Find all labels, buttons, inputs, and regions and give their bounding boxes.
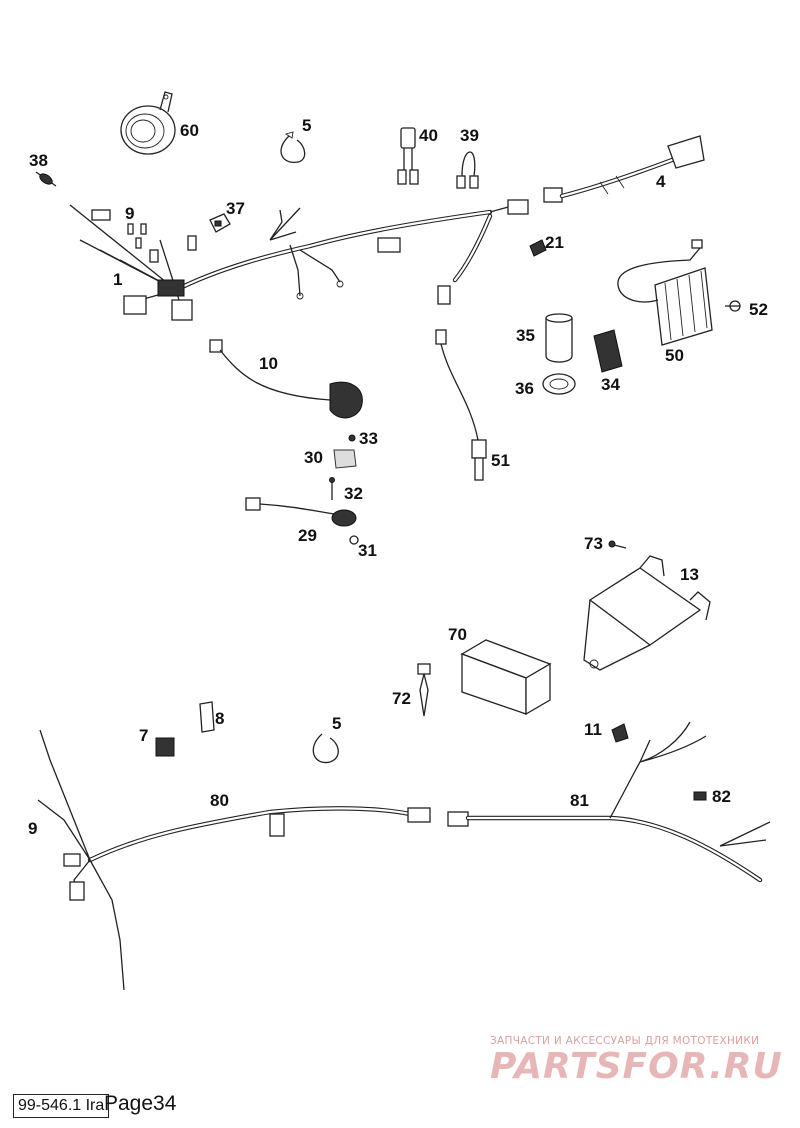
- callout-7: 7: [139, 726, 148, 745]
- callout-5-top: 5: [302, 116, 311, 135]
- part-60-horn: [120, 91, 176, 155]
- part-51-sensor: [435, 329, 487, 481]
- part-11-clip: [611, 723, 629, 743]
- part-1-main-harness: [69, 199, 529, 321]
- part-5-cable-tie-lower: [312, 733, 339, 764]
- callout-73: 73: [584, 534, 603, 553]
- part-4-cable: [543, 135, 705, 203]
- part-10-coil-lead: [209, 339, 363, 419]
- part-52-screw: [725, 300, 741, 312]
- part-82-clip: [693, 791, 707, 801]
- callout-40: 40: [419, 126, 438, 145]
- part-5-cable-tie: [280, 131, 306, 163]
- callout-9-bottom: 9: [28, 819, 37, 838]
- callout-21: 21: [545, 233, 564, 252]
- callout-82: 82: [712, 787, 731, 806]
- callout-50: 50: [665, 346, 684, 365]
- callout-36: 36: [515, 379, 534, 398]
- callout-39: 39: [460, 126, 479, 145]
- callout-52: 52: [749, 300, 768, 319]
- part-9-pins-top: [127, 223, 147, 249]
- part-7-relay: [155, 737, 175, 757]
- callout-labels: 60 5 40 39 38 37 9 4 21 1 52 35 50 10 36…: [28, 116, 768, 838]
- part-37-connector-cap: [209, 213, 231, 233]
- callout-13: 13: [680, 565, 699, 584]
- callout-5-bottom: 5: [332, 714, 341, 733]
- part-21-clip: [529, 239, 547, 257]
- part-40-capacitor: [397, 127, 419, 185]
- drawing-code: 99-546.1 Ira: [13, 1094, 110, 1118]
- callout-51: 51: [491, 451, 510, 470]
- callout-34: 34: [601, 375, 620, 394]
- callout-9-top: 9: [125, 204, 134, 223]
- callout-10: 10: [259, 354, 278, 373]
- watermark-tagline: ЗАПЧАСТИ И АКСЕССУАРЫ ДЛЯ МОТОТЕХНИКИ: [490, 1035, 759, 1047]
- callout-33: 33: [359, 429, 378, 448]
- callout-70: 70: [448, 625, 467, 644]
- part-81-front-harness: [447, 721, 771, 883]
- callout-72: 72: [392, 689, 411, 708]
- watermark: ЗАПЧАСТИ И АКСЕССУАРЫ ДЛЯ МОТОТЕХНИКИ PA…: [490, 1035, 783, 1087]
- callout-60: 60: [180, 121, 199, 140]
- part-39-jumper-wire: [456, 151, 479, 189]
- part-34-pad: [593, 329, 623, 373]
- callout-1: 1: [113, 270, 122, 289]
- part-33-screw: [348, 434, 356, 442]
- callout-81: 81: [570, 791, 589, 810]
- part-80-rear-harness: [37, 729, 431, 991]
- part-73-screw: [608, 540, 627, 549]
- part-31-screw: [349, 535, 359, 545]
- part-72-strap: [417, 663, 431, 717]
- part-70-battery: [460, 639, 552, 716]
- part-38-bulb: [35, 171, 57, 187]
- callout-29: 29: [298, 526, 317, 545]
- part-13-bracket: [583, 555, 711, 671]
- callout-8: 8: [215, 709, 224, 728]
- callout-11: 11: [584, 720, 602, 739]
- callout-4: 4: [656, 172, 666, 191]
- page-number: Page34: [104, 1092, 177, 1115]
- part-29-sensor-lead: [245, 497, 357, 527]
- callout-35: 35: [516, 326, 535, 345]
- part-32-bolt: [329, 477, 335, 500]
- watermark-brand: PARTSFOR.RU: [490, 1046, 783, 1087]
- callout-30: 30: [304, 448, 323, 467]
- callout-37: 37: [226, 199, 245, 218]
- part-8-bracket: [199, 701, 215, 733]
- callout-80: 80: [210, 791, 229, 810]
- callout-32: 32: [344, 484, 363, 503]
- part-35-sleeve: [545, 313, 573, 363]
- part-50-regulator: [617, 239, 713, 346]
- callout-38: 38: [29, 151, 48, 170]
- part-30-plate: [333, 449, 357, 469]
- part-36-ring: [542, 373, 576, 395]
- callout-31: 31: [358, 541, 377, 560]
